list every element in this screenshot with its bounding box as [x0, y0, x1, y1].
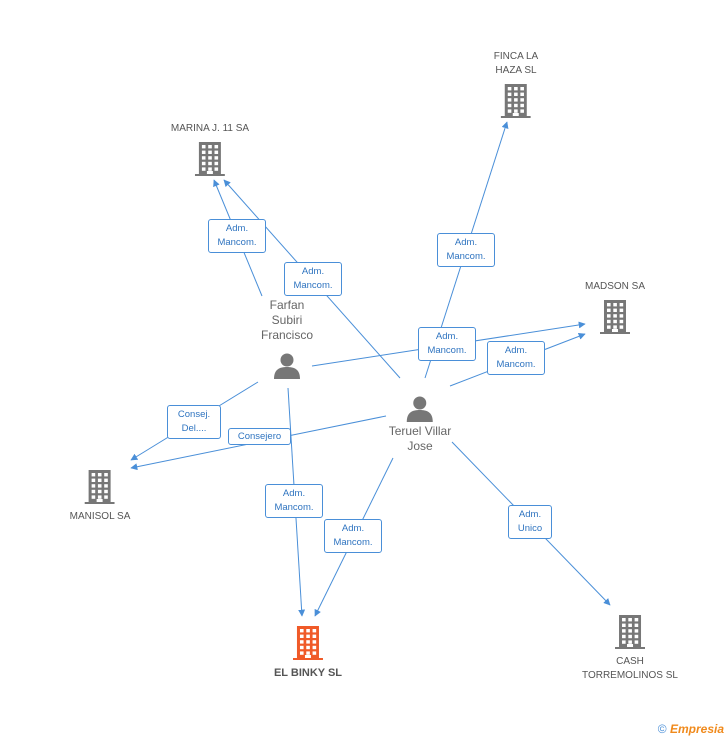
edge-label-teruel-to-madson[interactable]: Adm. Mancom. [487, 341, 545, 375]
footer-brand: © Empresia [658, 722, 724, 736]
company-node-elbinky[interactable]: EL BINKY SL [274, 626, 342, 680]
edge-label-teruel-to-marina[interactable]: Adm. Mancom. [284, 262, 342, 296]
company-label[interactable]: MADSON SA [584, 281, 646, 292]
company-label[interactable]: MARINA J. 11 SA [170, 123, 250, 134]
company-label[interactable]: FINCA LA HAZA SL [493, 51, 539, 76]
company-label[interactable]: MANISOL SA [69, 511, 131, 522]
company-node-madson[interactable]: MADSON SA [585, 280, 645, 334]
company-label[interactable]: CASH TORREMOLINOS SL [582, 656, 678, 681]
edge-label-farfan-to-elbinky[interactable]: Adm. Mancom. [265, 484, 323, 518]
edge-label-farfan-to-marina[interactable]: Adm. Mancom. [208, 219, 266, 253]
building-icon[interactable] [494, 84, 538, 118]
edge-label-teruel-to-manisol[interactable]: Consejero [228, 428, 291, 445]
brand-logo-text: Empresia [669, 722, 724, 736]
company-node-manisol[interactable]: MANISOL SA [69, 470, 131, 524]
person-icon[interactable] [261, 351, 313, 379]
person-icon[interactable] [389, 394, 451, 422]
edge-label-teruel-to-cash[interactable]: Adm. Unico [508, 505, 552, 539]
edge-label-teruel-to-finca[interactable]: Adm. Mancom. [437, 233, 495, 267]
copyright-symbol: © [657, 722, 667, 736]
edge-label-farfan-to-madson[interactable]: Adm. Mancom. [418, 327, 476, 361]
person-node-teruel[interactable]: Teruel Villar Jose [389, 394, 451, 454]
person-node-farfan[interactable]: Farfan Subiri Francisco [261, 298, 313, 379]
company-node-marina[interactable]: MARINA J. 11 SA [171, 122, 249, 176]
person-label[interactable]: Teruel Villar Jose [388, 424, 452, 453]
building-icon[interactable] [70, 470, 131, 504]
building-icon[interactable] [171, 142, 249, 176]
company-node-cash[interactable]: CASH TORREMOLINOS SL [582, 615, 678, 683]
building-icon[interactable] [582, 615, 678, 649]
edge-label-farfan-to-manisol[interactable]: Consej. Del.... [167, 405, 221, 439]
company-node-finca[interactable]: FINCA LA HAZA SL [494, 50, 538, 118]
company-label[interactable]: EL BINKY SL [273, 667, 343, 679]
building-icon[interactable] [274, 626, 342, 660]
person-label[interactable]: Farfan Subiri Francisco [260, 298, 314, 342]
building-icon[interactable] [585, 300, 645, 334]
edge-label-teruel-to-elbinky[interactable]: Adm. Mancom. [324, 519, 382, 553]
